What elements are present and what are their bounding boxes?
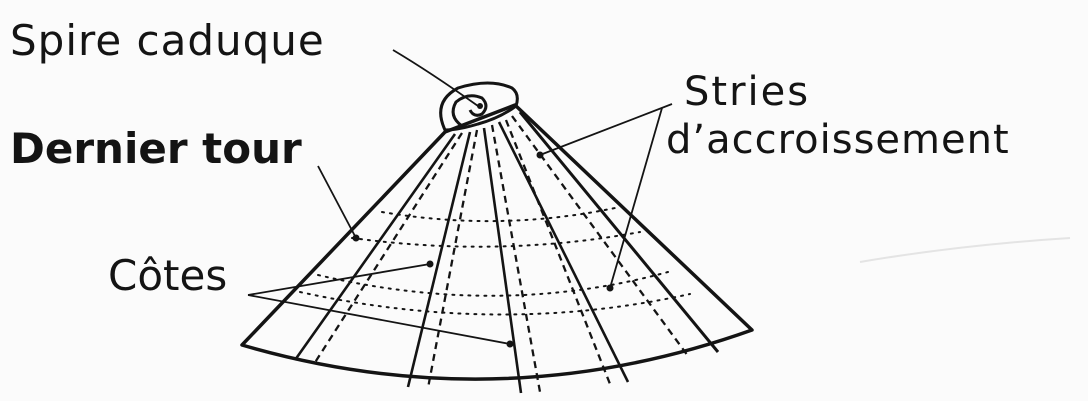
label-cotes: Côtes xyxy=(108,255,227,297)
leader-spire xyxy=(393,50,478,106)
label-spire-caduque: Spire caduque xyxy=(10,20,325,62)
spire-coil xyxy=(441,83,518,130)
growth-line xyxy=(382,208,615,221)
leader-cotes-1 xyxy=(248,264,430,295)
paper-smudge xyxy=(860,238,1070,262)
label-stries: Stries xyxy=(684,72,810,112)
leader-stries-2 xyxy=(610,108,662,288)
leader-lines xyxy=(248,50,672,344)
rib xyxy=(408,132,470,387)
dot-cotes-1 xyxy=(427,261,434,268)
dot-stries-2 xyxy=(607,285,614,292)
label-dernier-tour: Dernier tour xyxy=(10,128,302,170)
rib xyxy=(499,122,628,382)
leader-cotes-2 xyxy=(248,295,510,344)
dot-stries-1 xyxy=(537,152,544,159)
leader-dots xyxy=(353,152,614,348)
dot-cotes-2 xyxy=(507,341,514,348)
leader-stries-1 xyxy=(540,104,672,155)
leader-dernier-tour xyxy=(318,166,356,238)
label-d-accroissement: d’accroissement xyxy=(666,120,1010,160)
dot-dernier-tour xyxy=(353,235,360,242)
rib-dash xyxy=(428,130,477,388)
